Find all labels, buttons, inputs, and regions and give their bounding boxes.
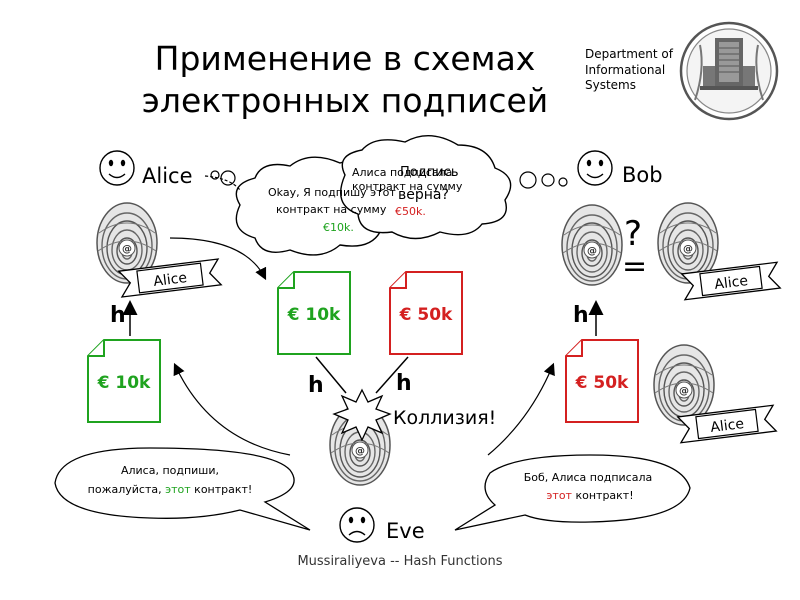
alice-stamp-right-top: Alice [680,261,782,301]
thought-cloud-bob [340,135,568,240]
slide-title-line1: Применение в схемах [154,39,536,78]
alice-stamp-left: Alice [117,258,223,298]
department-label: Department of Informational Systems [585,47,673,94]
slide-title: Применение в схемах электронных подписей [110,38,580,122]
bob-label: Bob [622,163,663,187]
department-line2: Informational [585,62,666,77]
speech-bubble-left: Алиса, подпиши, пожалуйста, этот контрак… [54,447,311,531]
speech-bubble-right: Боб, Алиса подписала этот контракт! [454,454,691,531]
bubble-right-line1: Боб, Алиса подписала [524,471,652,484]
bubble-right-line2-highlight: этот [546,489,572,502]
hash-label-center-left: h [308,373,324,398]
bubble-left-line2-prefix: пожалуйста, [88,483,165,496]
equals-sign: = [622,249,647,284]
department-line1: Department of [585,47,673,61]
bubble-left-line1: Алиса, подпиши, [121,464,219,477]
bob-face-icon [577,150,613,186]
document-center-red-value: € 50k [399,305,453,325]
eve-label: Eve [386,519,425,543]
document-center-green: € 10k [277,271,351,355]
bubble-left-line2-highlight: этот [165,483,191,496]
cloud-bob-overlay-2: верна? [398,187,449,203]
hash-label-left: h [110,303,126,328]
collision-burst-icon [332,388,392,442]
university-seal-icon [679,21,779,121]
alice-face-icon [99,150,135,186]
cloud-bob-line1: Алиса подписала [352,166,452,179]
cloud-alice-line1: Okay, Я подпишу этот [268,186,396,199]
bubble-left-line2-suffix: контракт! [191,483,253,496]
alice-stamp-right-bottom-text: Alice [710,416,745,436]
hash-label-right: h [573,303,589,328]
hash-label-center-right: h [396,371,412,396]
bubble-right-line2: этот контракт! [546,489,633,502]
footer: Mussiraliyeva -- Hash Functions [297,554,502,569]
bubble-right-line2-suffix: контракт! [572,489,634,502]
alice-label: Alice [142,164,193,188]
alice-stamp-right-bottom: Alice [676,404,778,444]
document-left-value: € 10k [97,373,151,393]
cloud-bob-overlay-1: Подпись [400,165,458,180]
document-center-red: € 50k [389,271,463,355]
bubble-left-line2: пожалуйста, этот контракт! [88,483,253,496]
cloud-alice-amount: €10k. [323,221,354,234]
cloud-bob-amount: €50k. [395,205,426,218]
document-center-green-value: € 10k [287,305,341,325]
collision-label: Коллизия! [393,407,496,429]
document-right-value: € 50k [575,373,629,393]
question-mark: ? [624,214,642,254]
alice-stamp-left-text: Alice [153,270,188,290]
cloud-bob-line2: контракт на сумму [352,180,463,193]
cloud-alice-line2: контракт на сумму [276,203,387,216]
department-line3: Systems [585,78,636,92]
slide-title-line2: электронных подписей [141,81,549,120]
document-right-red: € 50k [565,339,639,423]
alice-stamp-right-top-text: Alice [714,273,749,293]
eve-face-icon [339,507,375,543]
document-left-green: € 10k [87,339,161,423]
fingerprint-bob-icon [561,204,623,286]
